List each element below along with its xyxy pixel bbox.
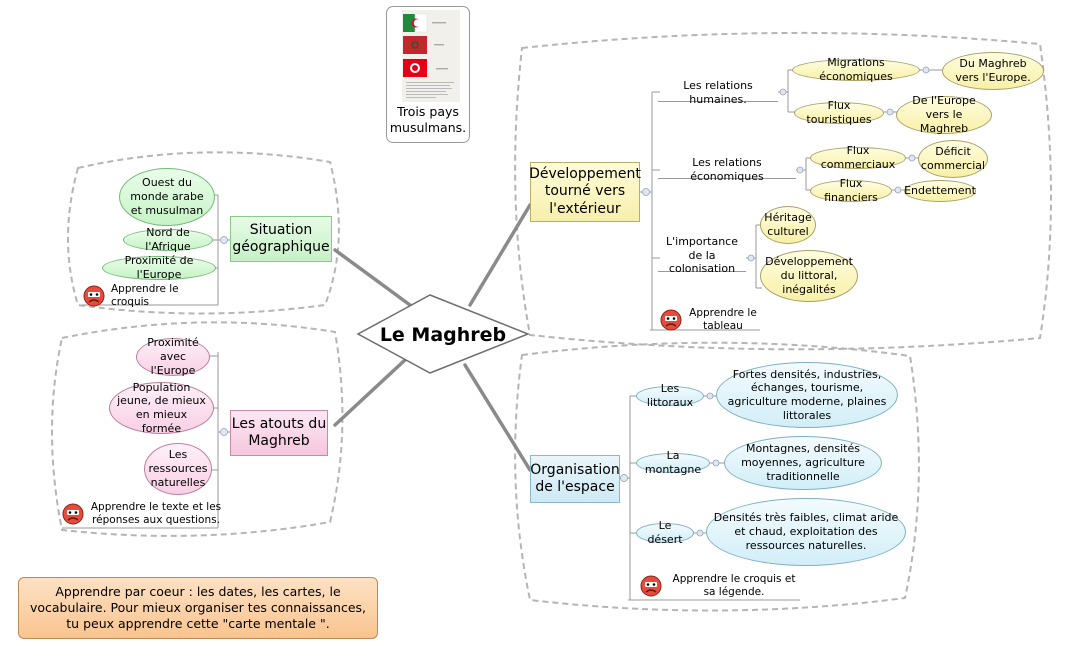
situation-item-nord[interactable]: Nord de l'Afrique [123,226,213,253]
branch-atouts [333,358,407,427]
branch-developpement [468,203,532,307]
item-migrations-detail[interactable]: Du Maghreb vers l'Europe. [942,52,1044,90]
developpement-note-text: Apprendre le tableau [689,306,757,332]
situation-note: Apprendre le croquis [83,282,218,308]
angry-face-icon [83,285,105,307]
organisation-note: Apprendre le croquis et sa légende. [640,572,800,600]
morocco-flag-icon [403,36,427,54]
algeria-flag-icon [403,13,428,33]
cloud-situation [67,151,340,315]
subtopic-littoraux[interactable]: Les littoraux [636,382,704,409]
advice-text: Apprendre par coeur : les dates, les car… [29,583,367,632]
cloud-developpement [514,31,1052,351]
item-flux-financiers[interactable]: Flux financiers [810,177,892,204]
item-heritage-culturel[interactable]: Héritage culturel [760,206,816,244]
subtopic-relations-humaines[interactable]: Les relations humaines. [658,79,778,106]
atouts-note-text: Apprendre le texte et les réponses aux q… [90,500,222,526]
topic-situation[interactable]: Situation géographique [230,216,332,262]
cloud-atouts [51,321,344,537]
branch-organisation [463,363,532,472]
subtopic-montagne[interactable]: La montagne [636,449,710,476]
flags-image [402,10,460,102]
central-topic: Le Maghreb [380,324,506,346]
topic-organisation[interactable]: Organisation de l'espace [530,455,620,503]
item-deficit-commercial[interactable]: Déficit commercial [918,140,988,178]
item-montagne-detail[interactable]: Montagnes, densités moyennes, agricultur… [724,436,882,490]
atouts-item-proximite[interactable]: Proximité avec l'Europe [136,336,210,377]
developpement-note: Apprendre le tableau [660,306,770,334]
subtopic-colonisation[interactable]: L'importance de la colonisation [658,235,746,275]
atouts-note: Apprendre le texte et les réponses aux q… [62,500,222,528]
item-flux-commerciaux[interactable]: Flux commerciaux [810,144,906,171]
angry-face-icon [62,503,84,525]
tunisia-flag-icon [403,59,427,77]
item-littoraux-detail[interactable]: Fortes densités, industries, échanges, t… [716,362,898,428]
item-flux-touristiques-detail[interactable]: De l'Europe vers le Maghreb [896,94,992,135]
item-migrations[interactable]: Migrations économiques [792,56,920,83]
item-desert-detail[interactable]: Densités très faibles, climat aride et c… [706,498,906,566]
organisation-note-text: Apprendre le croquis et sa légende. [672,572,796,598]
advice-box: Apprendre par coeur : les dates, les car… [18,577,378,639]
topic-developpement[interactable]: Développement tourné vers l'extérieur [529,162,641,222]
situation-note-text: Apprendre le croquis [111,282,179,308]
branch-situation [333,248,412,307]
item-endettement[interactable]: Endettement [904,180,976,202]
item-developpement-littoral[interactable]: Développement du littoral, inégalités [760,250,858,302]
central-diamond [356,294,531,374]
subtopic-relations-economiques[interactable]: Les relations économiques [658,156,796,183]
topic-atouts[interactable]: Les atouts du Maghreb [230,410,328,456]
atouts-item-population[interactable]: Population jeune, de mieux en mieux form… [109,381,214,435]
cloud-organisation [514,341,920,612]
subtopic-desert[interactable]: Le désert [636,519,694,546]
angry-face-icon [660,309,682,331]
situation-item-ouest[interactable]: Ouest du monde arabe et musulman [119,168,215,226]
flag-caption: Trois pays musulmans. [389,104,467,135]
atouts-item-ressources[interactable]: Les ressources naturelles [144,443,212,495]
situation-item-proximite[interactable]: Proximité de l'Europe [102,254,216,281]
angry-face-icon [640,575,662,597]
item-flux-touristiques[interactable]: Flux touristiques [794,99,884,126]
